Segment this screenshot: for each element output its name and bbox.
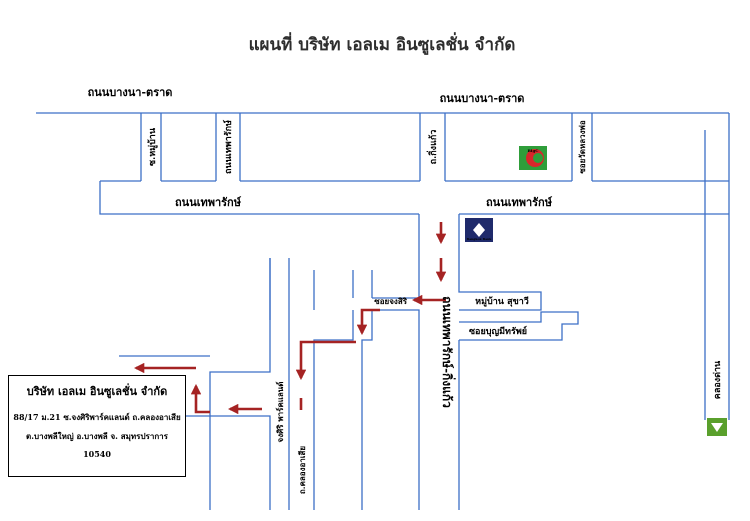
khlong-dan-road — [704, 130, 730, 420]
company-name: บริษัท เอลเม อินซูเลชั่น จำกัด — [26, 385, 168, 398]
store-icon — [519, 146, 547, 170]
route-arrow-5 — [295, 340, 356, 381]
thepharak-road — [99, 113, 730, 215]
store-label: BigC — [528, 148, 539, 153]
bangna-trat-center-label: ถนนบางนา-ตราด — [440, 92, 525, 105]
thepharak-left-label: ถนนเทพารักษ์ — [175, 196, 242, 209]
company-address-1: 88/17 ม.21 ซ.จงศิริพาร์คแลนด์ ถ.คลองอาเส… — [13, 412, 181, 422]
route-arrow-4 — [356, 308, 380, 336]
soi-wat-label: ซอยวัดหลวงพ่อ — [577, 120, 587, 173]
exit-arrow-icon — [707, 418, 727, 436]
khlong-dan-label: คลองด่าน — [712, 360, 723, 399]
side-streets-north — [140, 113, 593, 181]
page-title: แผนที่ บริษัท เอลเม อินซูเลชั่น จำกัด — [249, 32, 516, 56]
soi-muban-label: ซ.หมู่บ้าน — [147, 127, 158, 166]
company-info-box: บริษัท เอลเม อินซูเลชั่น จำกัด 88/17 ม.2… — [8, 375, 186, 477]
soi-chong-siri-label: ซอยจงสิริ — [374, 296, 407, 306]
route-arrow-8 — [190, 383, 210, 414]
main-vertical-label: ถนนเทพารักษ์-กิ่งแก้ว — [440, 296, 456, 408]
bank-icon — [465, 218, 493, 242]
company-address-2: ต.บางพลีใหญ่ อ.บางพลี จ. สมุทรปราการ — [26, 431, 168, 441]
chong-siri-streets — [119, 258, 373, 510]
khlong-ongsa-label: ถ.คลองอาเสีย — [297, 446, 307, 495]
route-arrows — [133, 222, 447, 415]
thepharak-right-label: ถนนเทพารักษ์ — [486, 196, 553, 209]
bank-label: Bangkok Bank — [467, 237, 493, 241]
chong-siri-park-label: จงศิริ พาร์คแลนด์ — [275, 382, 285, 443]
soi-kingkaeo-label: ถ.กิ่งแก้ว — [426, 130, 439, 165]
soi-thepharak-label: ถนนเทพารักษ์ — [222, 120, 234, 174]
bangna-trat-left-label: ถนนบางนา-ตราด — [88, 86, 173, 99]
company-postcode: 10540 — [83, 449, 111, 459]
muban-sukhawi-label: หมู่บ้าน สุขาวี — [475, 296, 529, 307]
main-vertical-road — [372, 214, 579, 510]
soi-bunmi-label: ซอยบุญมีทรัพย์ — [469, 325, 527, 337]
lower-left-streets — [186, 258, 271, 510]
